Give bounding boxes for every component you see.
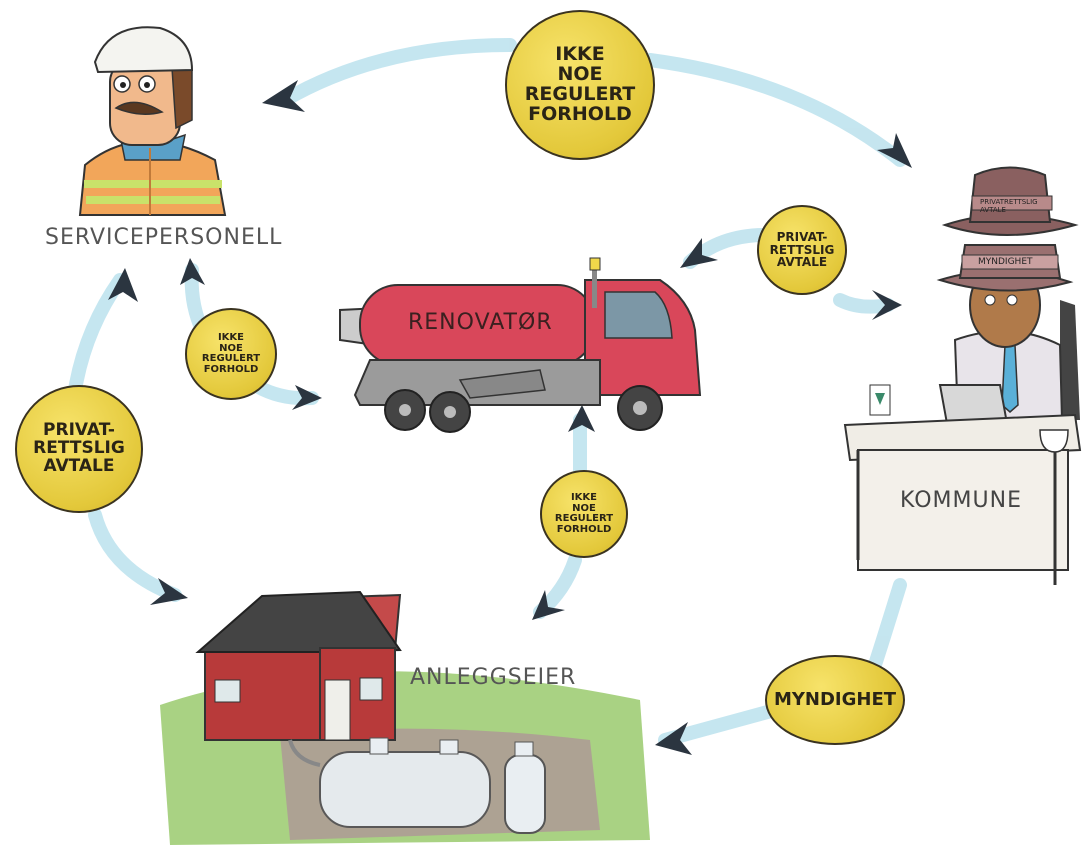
kommune-label: KOMMUNE [900, 488, 1022, 513]
arrow-left-to-service [68, 273, 127, 397]
arrowhead-anlegg-left [150, 578, 188, 605]
badge-ikke-noe-regulert-forhold-service: IKKE NOE REGULERT FORHOLD [185, 308, 277, 400]
arrowhead-renovator-left [292, 385, 322, 410]
arrowhead-service-mid [180, 258, 205, 285]
arrowhead-service-top [262, 80, 305, 112]
arrowhead-service-left [108, 268, 138, 302]
renovator-label: RENOVATØR [408, 310, 553, 335]
arrow-heads [108, 80, 912, 755]
truck-illustration [339, 257, 702, 433]
arrow-top-to-kommune [643, 53, 907, 167]
service-worker-illustration [78, 26, 227, 216]
badge-top-ikke-noe-regulert-forhold: IKKE NOE REGULERT FORHOLD [505, 10, 655, 160]
servicepersonell-label: SERVICEPERSONELL [45, 225, 283, 250]
badge-ikke-noe-regulert-forhold-anlegg: IKKE NOE REGULERT FORHOLD [540, 470, 628, 558]
arrowhead-kommune [877, 133, 912, 168]
arrowhead-anlegg-right [655, 722, 692, 755]
arrowhead-anlegg-top [532, 590, 565, 620]
kommune-illustration [843, 166, 1082, 585]
anleggseier-label: ANLEGGSEIER [410, 665, 577, 690]
hat-band-label: MYNDIGHET [978, 257, 1033, 267]
hat-top-label: PRIVATRETTSLIG AVTALE [980, 198, 1038, 214]
badge-privatrettslig-avtale-kommune: PRIVAT- RETTSLIG AVTALE [757, 205, 847, 295]
anleggseier-illustration [160, 590, 650, 845]
badge-privatrettslig-avtale-left: PRIVAT- RETTSLIG AVTALE [15, 385, 143, 513]
badge-myndighet: MYNDIGHET [765, 655, 905, 745]
arrowhead-renovator-right [680, 238, 718, 268]
arrow-privat-to-kommune [833, 293, 895, 314]
arrow-left-to-anlegg [88, 508, 182, 602]
arrow-top-to-service [278, 38, 517, 107]
arrowhead-renovator-bottom [568, 405, 595, 432]
arrowhead-kommune-mid [872, 290, 902, 320]
